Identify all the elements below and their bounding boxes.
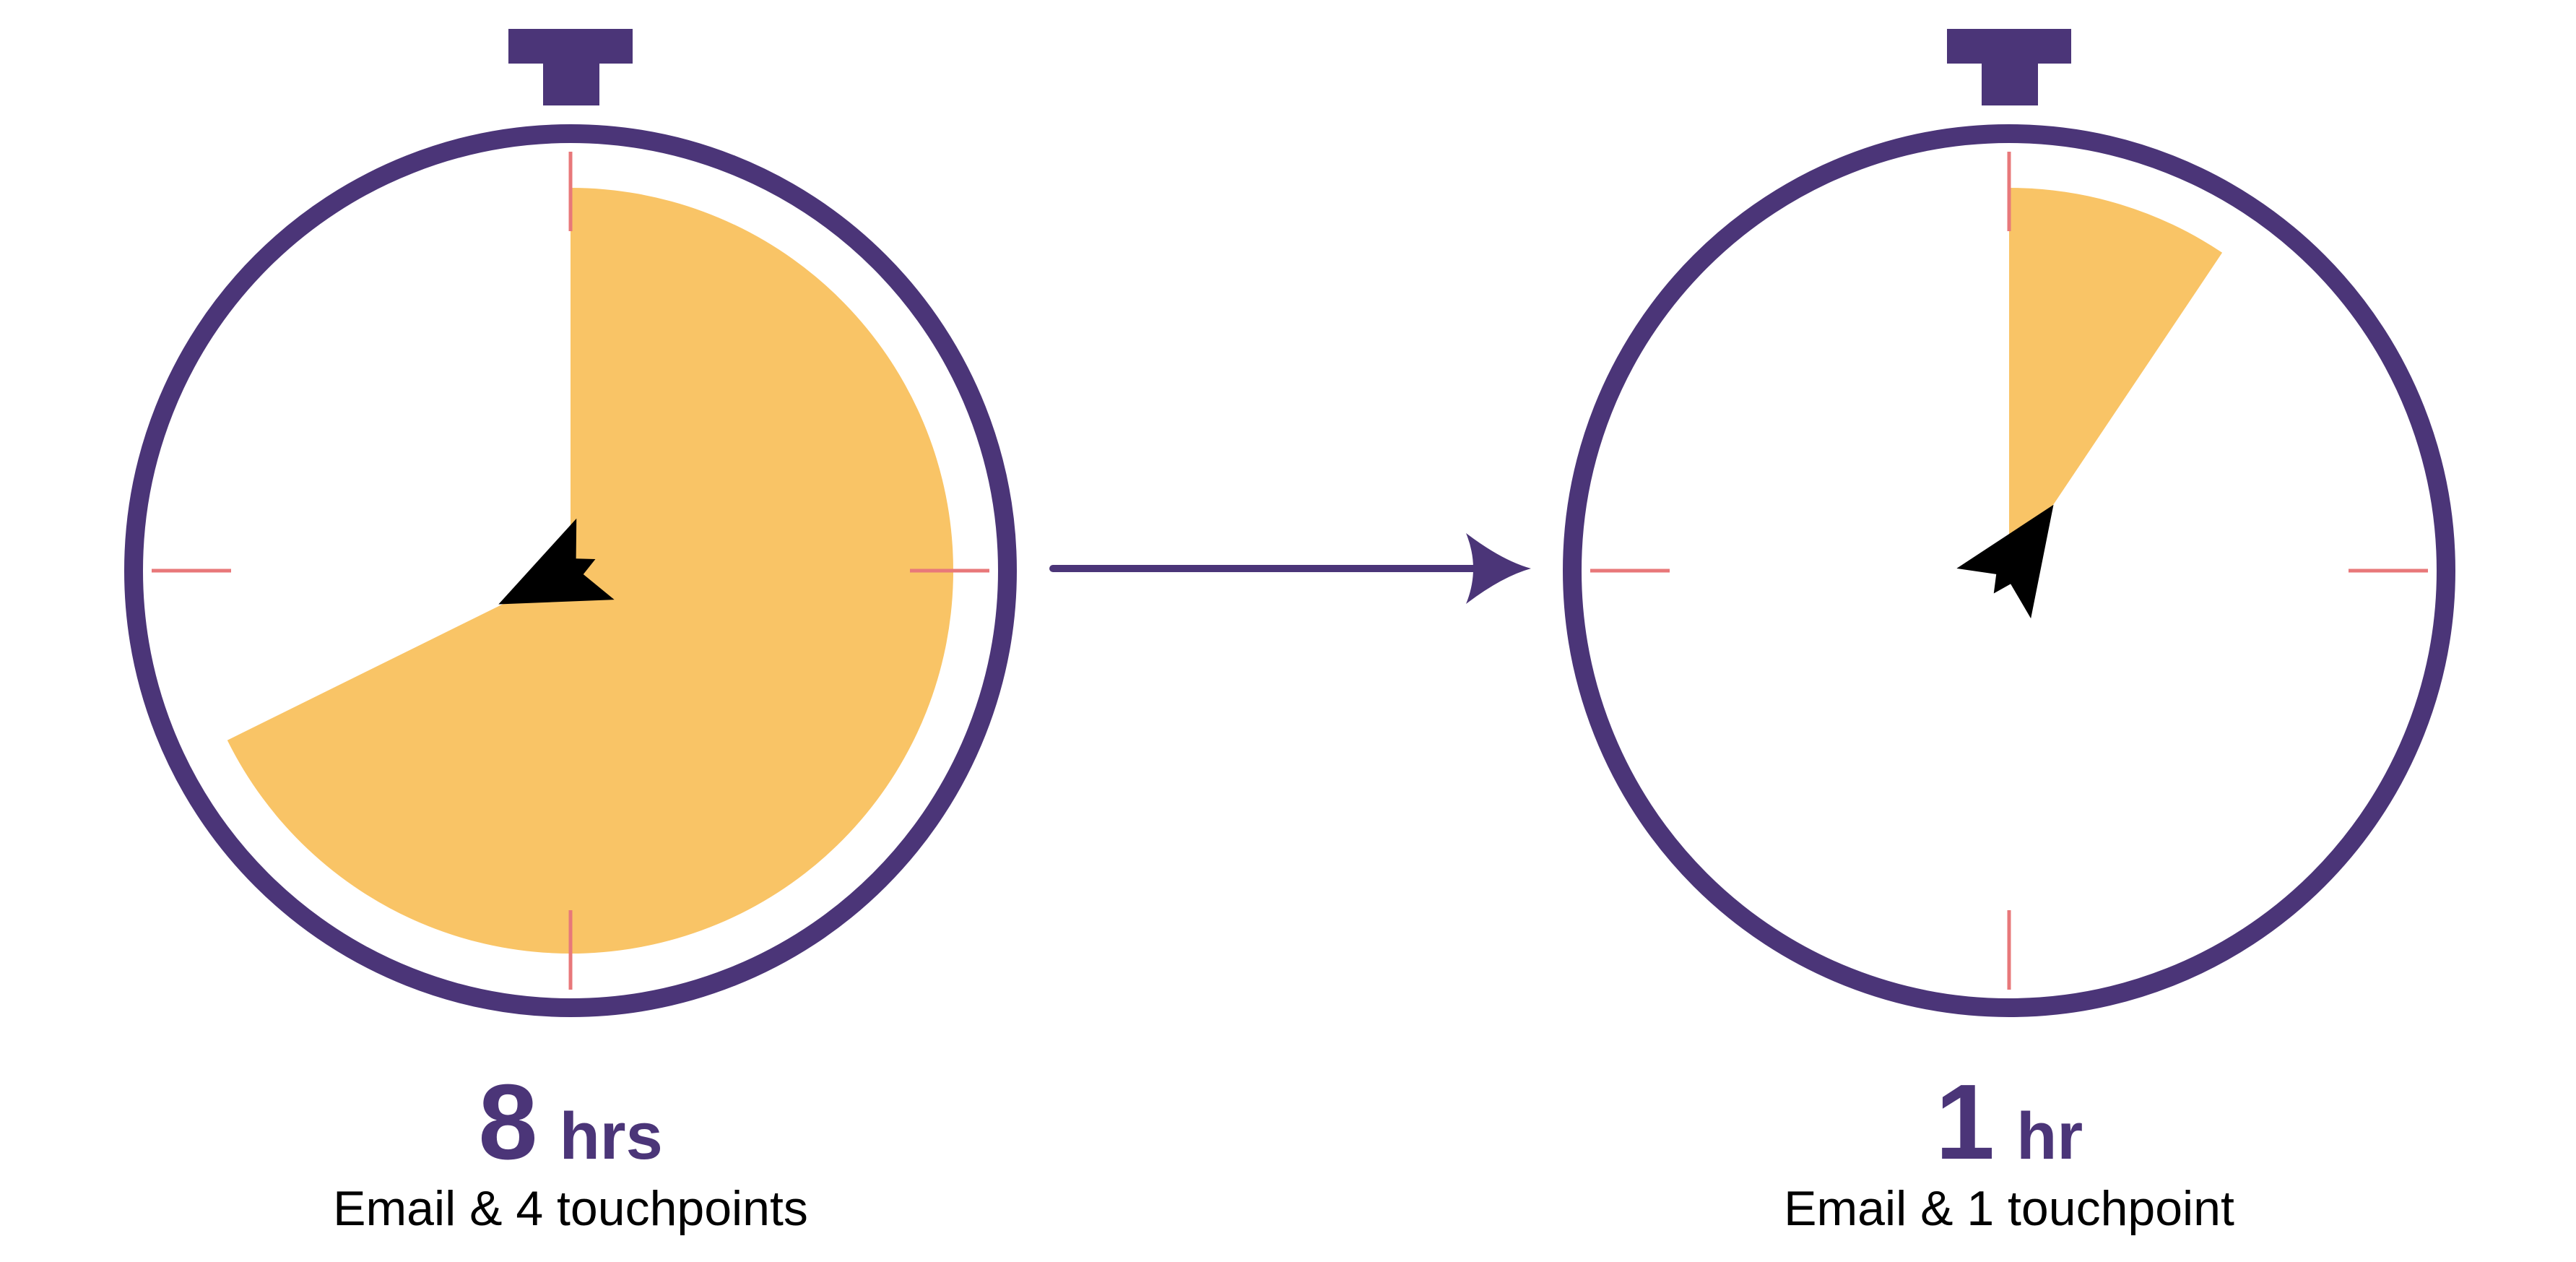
stopwatch-icon-left (124, 29, 1017, 1017)
duration-value: 1 (1935, 1063, 1995, 1182)
stopwatch-tick-marks (1590, 152, 2428, 990)
stopwatch-icon-right (1563, 29, 2455, 1017)
right-arrow-icon (1049, 533, 1531, 604)
stopwatch-hand-icon (1956, 504, 2054, 619)
duration-unit: hr (2016, 1099, 2083, 1173)
process-description: Email & 1 touchpoint (1784, 1181, 2234, 1236)
elapsed-time-wedge (227, 188, 954, 954)
duration-value: 8 (478, 1063, 538, 1182)
elapsed-time-wedge (2009, 188, 2223, 571)
process-description: Email & 4 touchpoints (333, 1181, 808, 1236)
stopwatch-crown-icon (1947, 29, 2071, 105)
duration-unit: hrs (559, 1099, 663, 1173)
stopwatch-hand-icon (498, 518, 615, 605)
stopwatch-crown-icon (508, 29, 633, 105)
stopwatch-tick-marks (152, 152, 989, 990)
arrow-head (1466, 533, 1531, 604)
